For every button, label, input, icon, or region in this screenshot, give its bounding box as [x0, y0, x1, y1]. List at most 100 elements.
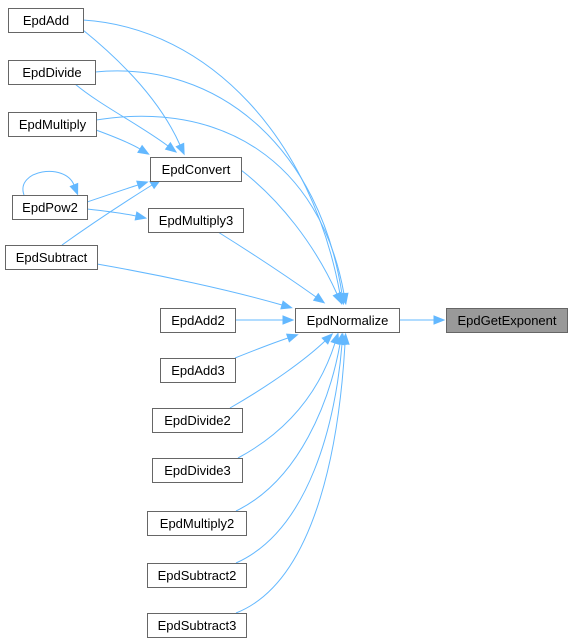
- node-epd-divide3[interactable]: EpdDivide3: [152, 458, 243, 483]
- node-epd-normalize[interactable]: EpdNormalize: [295, 308, 400, 333]
- edge-line: [94, 70, 343, 295]
- node-box: [152, 458, 243, 483]
- node-label: EpdNormalize: [307, 313, 389, 328]
- arrowhead: [312, 292, 326, 304]
- edge-line: [95, 129, 141, 150]
- node-box: [147, 563, 247, 588]
- node-epd-multiply2[interactable]: EpdMultiply2: [147, 511, 247, 536]
- arrowhead: [136, 180, 149, 190]
- node-box: [152, 408, 243, 433]
- edge-line: [235, 343, 346, 614]
- node-epd-multiply[interactable]: EpdMultiply: [8, 112, 97, 137]
- edge-epd-multiply2-to-epd-normalize: [235, 332, 345, 512]
- edge-line: [235, 343, 341, 512]
- edge-epd-add2-to-epd-normalize: [235, 315, 295, 325]
- node-epd-convert[interactable]: EpdConvert: [150, 157, 242, 182]
- node-epd-divide[interactable]: EpdDivide: [8, 60, 96, 85]
- node-epd-divide2[interactable]: EpdDivide2: [152, 408, 243, 433]
- edge-line: [237, 342, 336, 459]
- node-label: EpdMultiply3: [159, 213, 233, 228]
- node-box: [8, 8, 84, 33]
- edge-epd-pow2-to-epd-pow2: [22, 171, 79, 196]
- node-label: EpdDivide3: [164, 463, 231, 478]
- edge-line: [86, 184, 139, 203]
- node-box: [295, 308, 400, 333]
- node-label: EpdAdd3: [171, 363, 225, 378]
- arrowhead: [134, 211, 148, 221]
- arrowhead: [137, 144, 150, 155]
- node-box: [12, 195, 88, 220]
- node-label: EpdDivide: [22, 65, 81, 80]
- edge-epd-pow2-to-epd-convert: [86, 180, 149, 203]
- edge-line: [74, 83, 169, 147]
- edge-epd-divide3-to-epd-normalize: [237, 332, 340, 459]
- node-label: EpdAdd2: [171, 313, 225, 328]
- arrowhead: [282, 315, 295, 325]
- node-box: [8, 60, 96, 85]
- node-box: [446, 308, 568, 333]
- node-epd-subtract3[interactable]: EpdSubtract3: [147, 613, 247, 638]
- node-box: [160, 308, 236, 333]
- graph-edges: [22, 19, 446, 614]
- edge-epd-divide-to-epd-normalize: [94, 70, 347, 306]
- edge-line: [235, 343, 343, 564]
- edge-epd-add-to-epd-convert: [82, 29, 185, 156]
- edge-epd-normalize-to-epd-get-exponent: [399, 315, 446, 325]
- edge-line: [229, 340, 326, 409]
- edge-epd-multiply3-to-epd-normalize: [217, 231, 326, 304]
- arrowhead: [280, 300, 293, 310]
- node-label: EpdPow2: [22, 200, 78, 215]
- node-label: EpdConvert: [162, 162, 231, 177]
- node-box: [147, 613, 247, 638]
- node-epd-get-exponent: EpdGetExponent: [446, 308, 568, 333]
- edge-epd-divide2-to-epd-normalize: [229, 333, 334, 409]
- edge-line: [61, 184, 153, 246]
- edge-line: [240, 169, 338, 295]
- node-label: EpdSubtract3: [158, 618, 237, 633]
- edge-line: [96, 263, 283, 306]
- arrowhead: [69, 182, 79, 196]
- edge-line: [95, 115, 345, 295]
- node-box: [160, 358, 236, 383]
- node-label: EpdDivide2: [164, 413, 231, 428]
- edge-epd-multiply-to-epd-convert: [95, 129, 150, 155]
- node-label: EpdSubtract: [16, 250, 88, 265]
- arrowhead: [433, 315, 446, 325]
- arrowhead: [175, 142, 185, 156]
- node-box: [150, 157, 242, 182]
- arrowhead: [339, 292, 349, 306]
- edge-epd-subtract-to-epd-normalize: [96, 263, 293, 310]
- edge-epd-multiply-to-epd-normalize: [95, 115, 349, 306]
- edge-line: [22, 171, 75, 196]
- edge-epd-pow2-to-epd-multiply3: [86, 208, 148, 221]
- node-label: EpdMultiply2: [160, 516, 234, 531]
- graph-nodes: EpdAddEpdDivideEpdMultiplyEpdConvertEpdP…: [5, 8, 568, 638]
- arrowhead: [285, 333, 299, 343]
- node-box: [8, 112, 97, 137]
- node-epd-add3[interactable]: EpdAdd3: [160, 358, 236, 383]
- node-epd-pow2[interactable]: EpdPow2: [12, 195, 88, 220]
- edge-line: [86, 208, 137, 217]
- edge-line: [217, 231, 317, 298]
- node-epd-add2[interactable]: EpdAdd2: [160, 308, 236, 333]
- node-epd-subtract[interactable]: EpdSubtract: [5, 245, 98, 270]
- node-label: EpdMultiply: [19, 117, 87, 132]
- edge-line: [82, 29, 181, 146]
- edge-epd-subtract3-to-epd-normalize: [235, 332, 350, 614]
- edge-line: [234, 337, 289, 359]
- edge-epd-convert-to-epd-normalize: [240, 169, 342, 305]
- node-label: EpdGetExponent: [457, 313, 556, 328]
- node-box: [147, 511, 247, 536]
- node-epd-multiply3[interactable]: EpdMultiply3: [148, 208, 244, 233]
- node-label: EpdAdd: [23, 13, 69, 28]
- edge-line: [82, 19, 341, 295]
- edge-epd-divide-to-epd-convert: [74, 83, 178, 153]
- arrowhead: [340, 332, 350, 345]
- edge-epd-add3-to-epd-normalize: [234, 333, 299, 359]
- node-epd-add[interactable]: EpdAdd: [8, 8, 84, 33]
- node-epd-subtract2[interactable]: EpdSubtract2: [147, 563, 247, 588]
- arrowhead: [321, 333, 334, 345]
- node-box: [148, 208, 244, 233]
- arrowhead: [164, 141, 178, 153]
